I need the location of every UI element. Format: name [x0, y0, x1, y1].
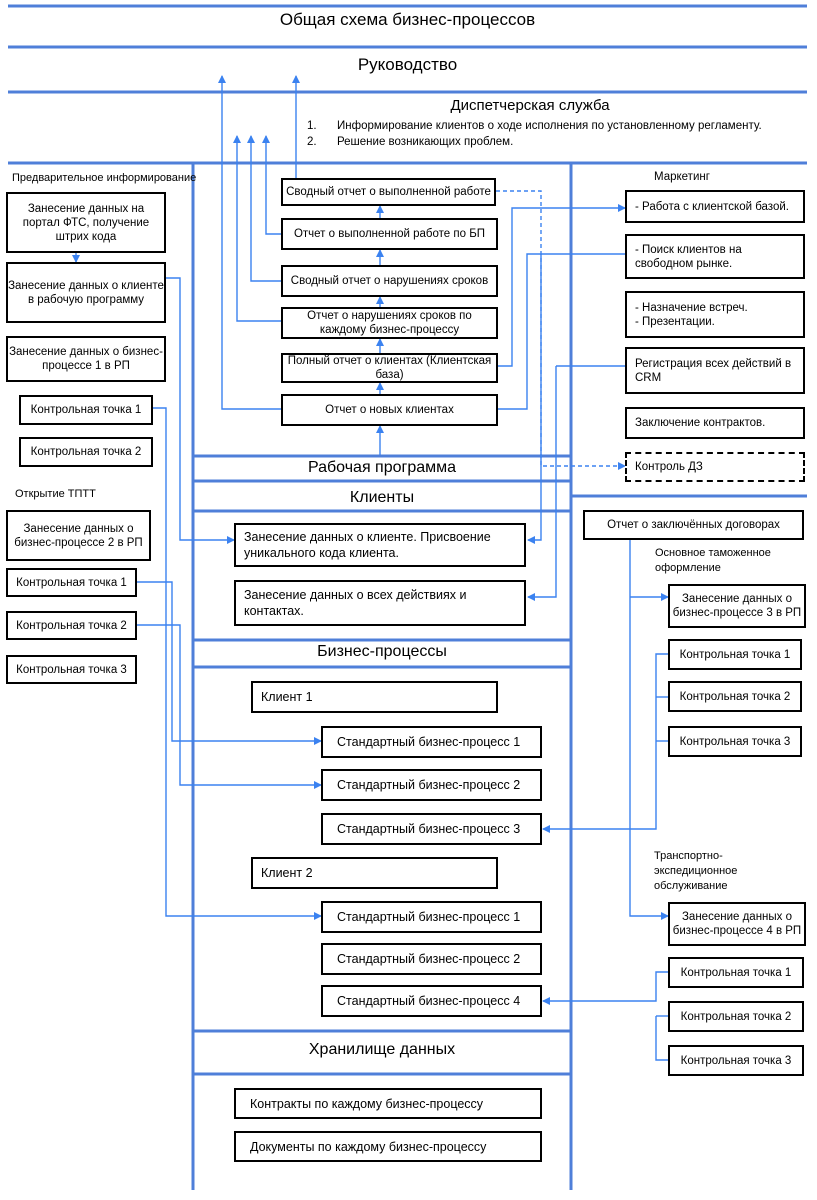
arrows: [72, 75, 669, 1061]
checkpoint-box: Контрольная точка 3: [668, 726, 802, 757]
storage-header: Хранилище данных: [308, 1041, 456, 1058]
checkpoint-box: Контрольная точка 2: [19, 437, 153, 467]
bp-header: Бизнес-процессы: [317, 643, 447, 660]
report-box: Сводный отчет о нарушениях сроков: [281, 265, 498, 297]
bp-box: Стандартный бизнес-процесс 1: [321, 726, 542, 758]
client-2-box: Клиент 2: [251, 857, 498, 889]
report-box: Отчет о выполненной работе по БП: [281, 218, 498, 250]
checkpoint-box: Контрольная точка 2: [668, 1001, 804, 1032]
transport-box: Занесение данных о бизнес-процессе 4 в Р…: [668, 902, 806, 946]
marketing-box: - Работа с клиентской базой.: [625, 190, 805, 223]
dispatch-item: 1.Информирование клиентов о ходе исполне…: [307, 120, 762, 132]
bp-box: Стандартный бизнес-процесс 1: [321, 901, 542, 933]
storage-box: Документы по каждому бизнес-процессу: [234, 1131, 542, 1162]
dispatch-item: 2.Решение возникающих проблем.: [307, 136, 514, 148]
client-data-box: Занесение данных о клиенте. Присвоение у…: [234, 523, 526, 567]
client-actions-box: Занесение данных о всех действиях и конт…: [234, 580, 526, 626]
section-bands: [8, 4, 807, 1190]
marketing-box: Заключение контрактов.: [625, 407, 805, 439]
receivables-control-box: Контроль ДЗ: [625, 452, 805, 482]
bp-box: Стандартный бизнес-процесс 2: [321, 769, 542, 801]
checkpoint-box: Контрольная точка 3: [6, 655, 137, 684]
tptt-box: Занесение данных о бизнес-процессе 2 в Р…: [6, 510, 151, 561]
marketing-box: - Назначение встреч. - Презентации.: [625, 291, 805, 338]
prelim-box: Занесение данных на портал ФТС, получени…: [6, 192, 166, 253]
dispatch-title: Диспетчерская служба: [450, 97, 610, 114]
clients-header: Клиенты: [349, 489, 415, 506]
checkpoint-box: Контрольная точка 2: [668, 681, 802, 712]
prelim-label: Предварительное информирование: [12, 172, 197, 184]
report-box: Отчет о новых клиентах: [281, 394, 498, 426]
diagram-title: Общая схема бизнес-процессов: [279, 10, 536, 29]
marketing-label: Маркетинг: [654, 171, 710, 183]
checkpoint-box: Контрольная точка 2: [6, 611, 137, 640]
marketing-box: - Поиск клиентов на свободном рынке.: [625, 234, 805, 279]
customs-label: Основное таможенное оформление: [655, 547, 771, 574]
bp-box: Стандартный бизнес-процесс 4: [321, 985, 542, 1017]
client-1-box: Клиент 1: [251, 681, 498, 713]
checkpoint-box: Контрольная точка 1: [668, 639, 802, 670]
tptt-label: Открытие ТПТТ: [15, 488, 96, 500]
customs-box: Занесение данных о бизнес-процессе 3 в Р…: [668, 584, 806, 628]
prelim-box: Занесение данных о бизнес-процессе 1 в Р…: [6, 336, 166, 382]
report-box: Полный отчет о клиентах (Клиентская база…: [281, 353, 498, 383]
checkpoint-box: Контрольная точка 1: [668, 957, 804, 988]
bp-box: Стандартный бизнес-процесс 2: [321, 943, 542, 975]
storage-box: Контракты по каждому бизнес-процессу: [234, 1088, 542, 1119]
checkpoint-box: Контрольная точка 3: [668, 1045, 804, 1076]
marketing-box: Регистрация всех действий в CRM: [625, 347, 805, 394]
report-box: Отчет о нарушениях сроков по каждому биз…: [281, 307, 498, 339]
transport-label: Транспортно-экспедиционное обслуживание: [654, 850, 738, 892]
report-box: Сводный отчет о выполненной работе: [281, 178, 496, 206]
contracts-report-box: Отчет о заключённых договорах: [583, 510, 804, 540]
checkpoint-box: Контрольная точка 1: [19, 395, 153, 425]
bp-box: Стандартный бизнес-процесс 3: [321, 813, 542, 845]
management-header: Руководство: [357, 55, 458, 74]
dashed-arrow: [496, 190, 626, 470]
checkpoint-box: Контрольная точка 1: [6, 568, 137, 597]
prelim-box: Занесение данных о клиенте в рабочую про…: [6, 262, 166, 323]
work-program-header: Рабочая программа: [307, 459, 457, 476]
dispatch-list: 1.Информирование клиентов о ходе исполне…: [307, 118, 762, 150]
